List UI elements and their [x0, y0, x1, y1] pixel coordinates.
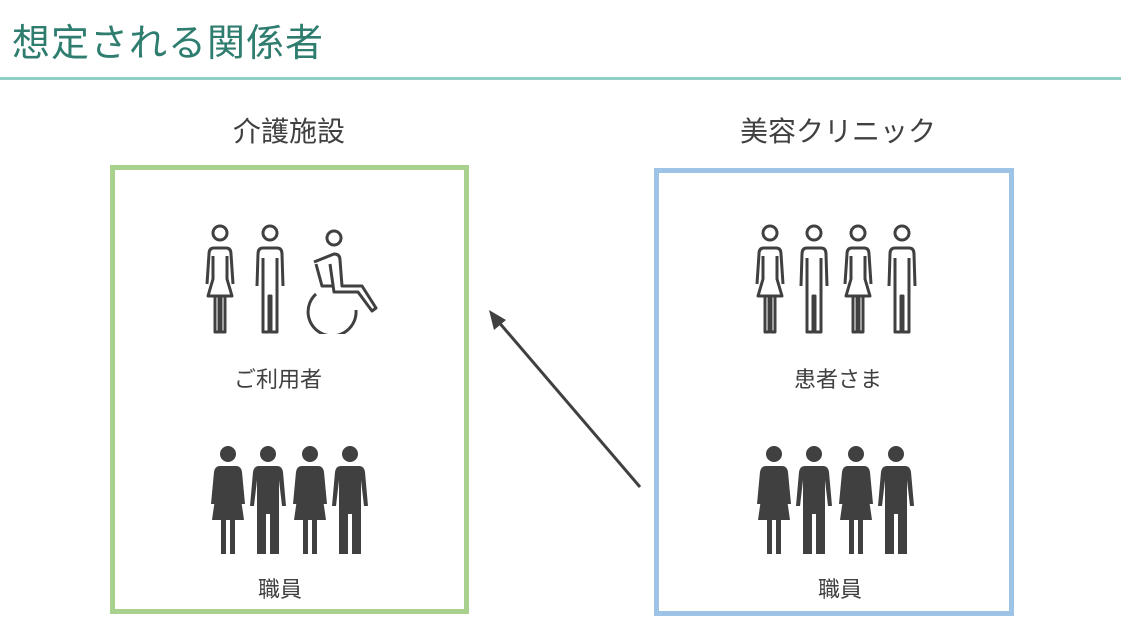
- page-title: 想定される関係者: [12, 21, 325, 65]
- care-users-icons: [205, 224, 378, 334]
- arrowhead-icon: [489, 310, 506, 330]
- clinic-patients-icons: [755, 224, 917, 334]
- staff-man-icon: [796, 446, 832, 554]
- staff-man-icon: [250, 446, 286, 554]
- care-users-label: ご利用者: [233, 368, 323, 393]
- clinic-heading: 美容クリニック: [739, 115, 937, 148]
- staff-man-icon: [332, 446, 368, 554]
- care-facility-heading: 介護施設: [232, 115, 346, 148]
- staff-man-icon: [878, 446, 914, 554]
- title-divider: [0, 77, 1121, 80]
- woman-outline-icon: [205, 224, 235, 334]
- staff-woman-icon: [839, 446, 873, 554]
- man-outline-icon: [255, 224, 285, 334]
- man-outline-icon: [799, 224, 829, 334]
- clinic-staff-icons: [757, 446, 914, 554]
- care-staff-icons: [211, 446, 368, 554]
- man-outline-icon: [887, 224, 917, 334]
- woman-outline-icon: [755, 224, 785, 334]
- care-staff-label: 職員: [257, 578, 303, 603]
- staff-woman-icon: [211, 446, 245, 554]
- clinic-box: [654, 168, 1014, 616]
- wheelchair-user-icon: [306, 229, 378, 334]
- woman-outline-icon: [843, 224, 873, 334]
- staff-woman-icon: [293, 446, 327, 554]
- care-facility-box: [110, 165, 469, 614]
- clinic-staff-label: 職員: [817, 578, 863, 603]
- staff-woman-icon: [757, 446, 791, 554]
- clinic-patients-label: 患者さま: [793, 368, 883, 393]
